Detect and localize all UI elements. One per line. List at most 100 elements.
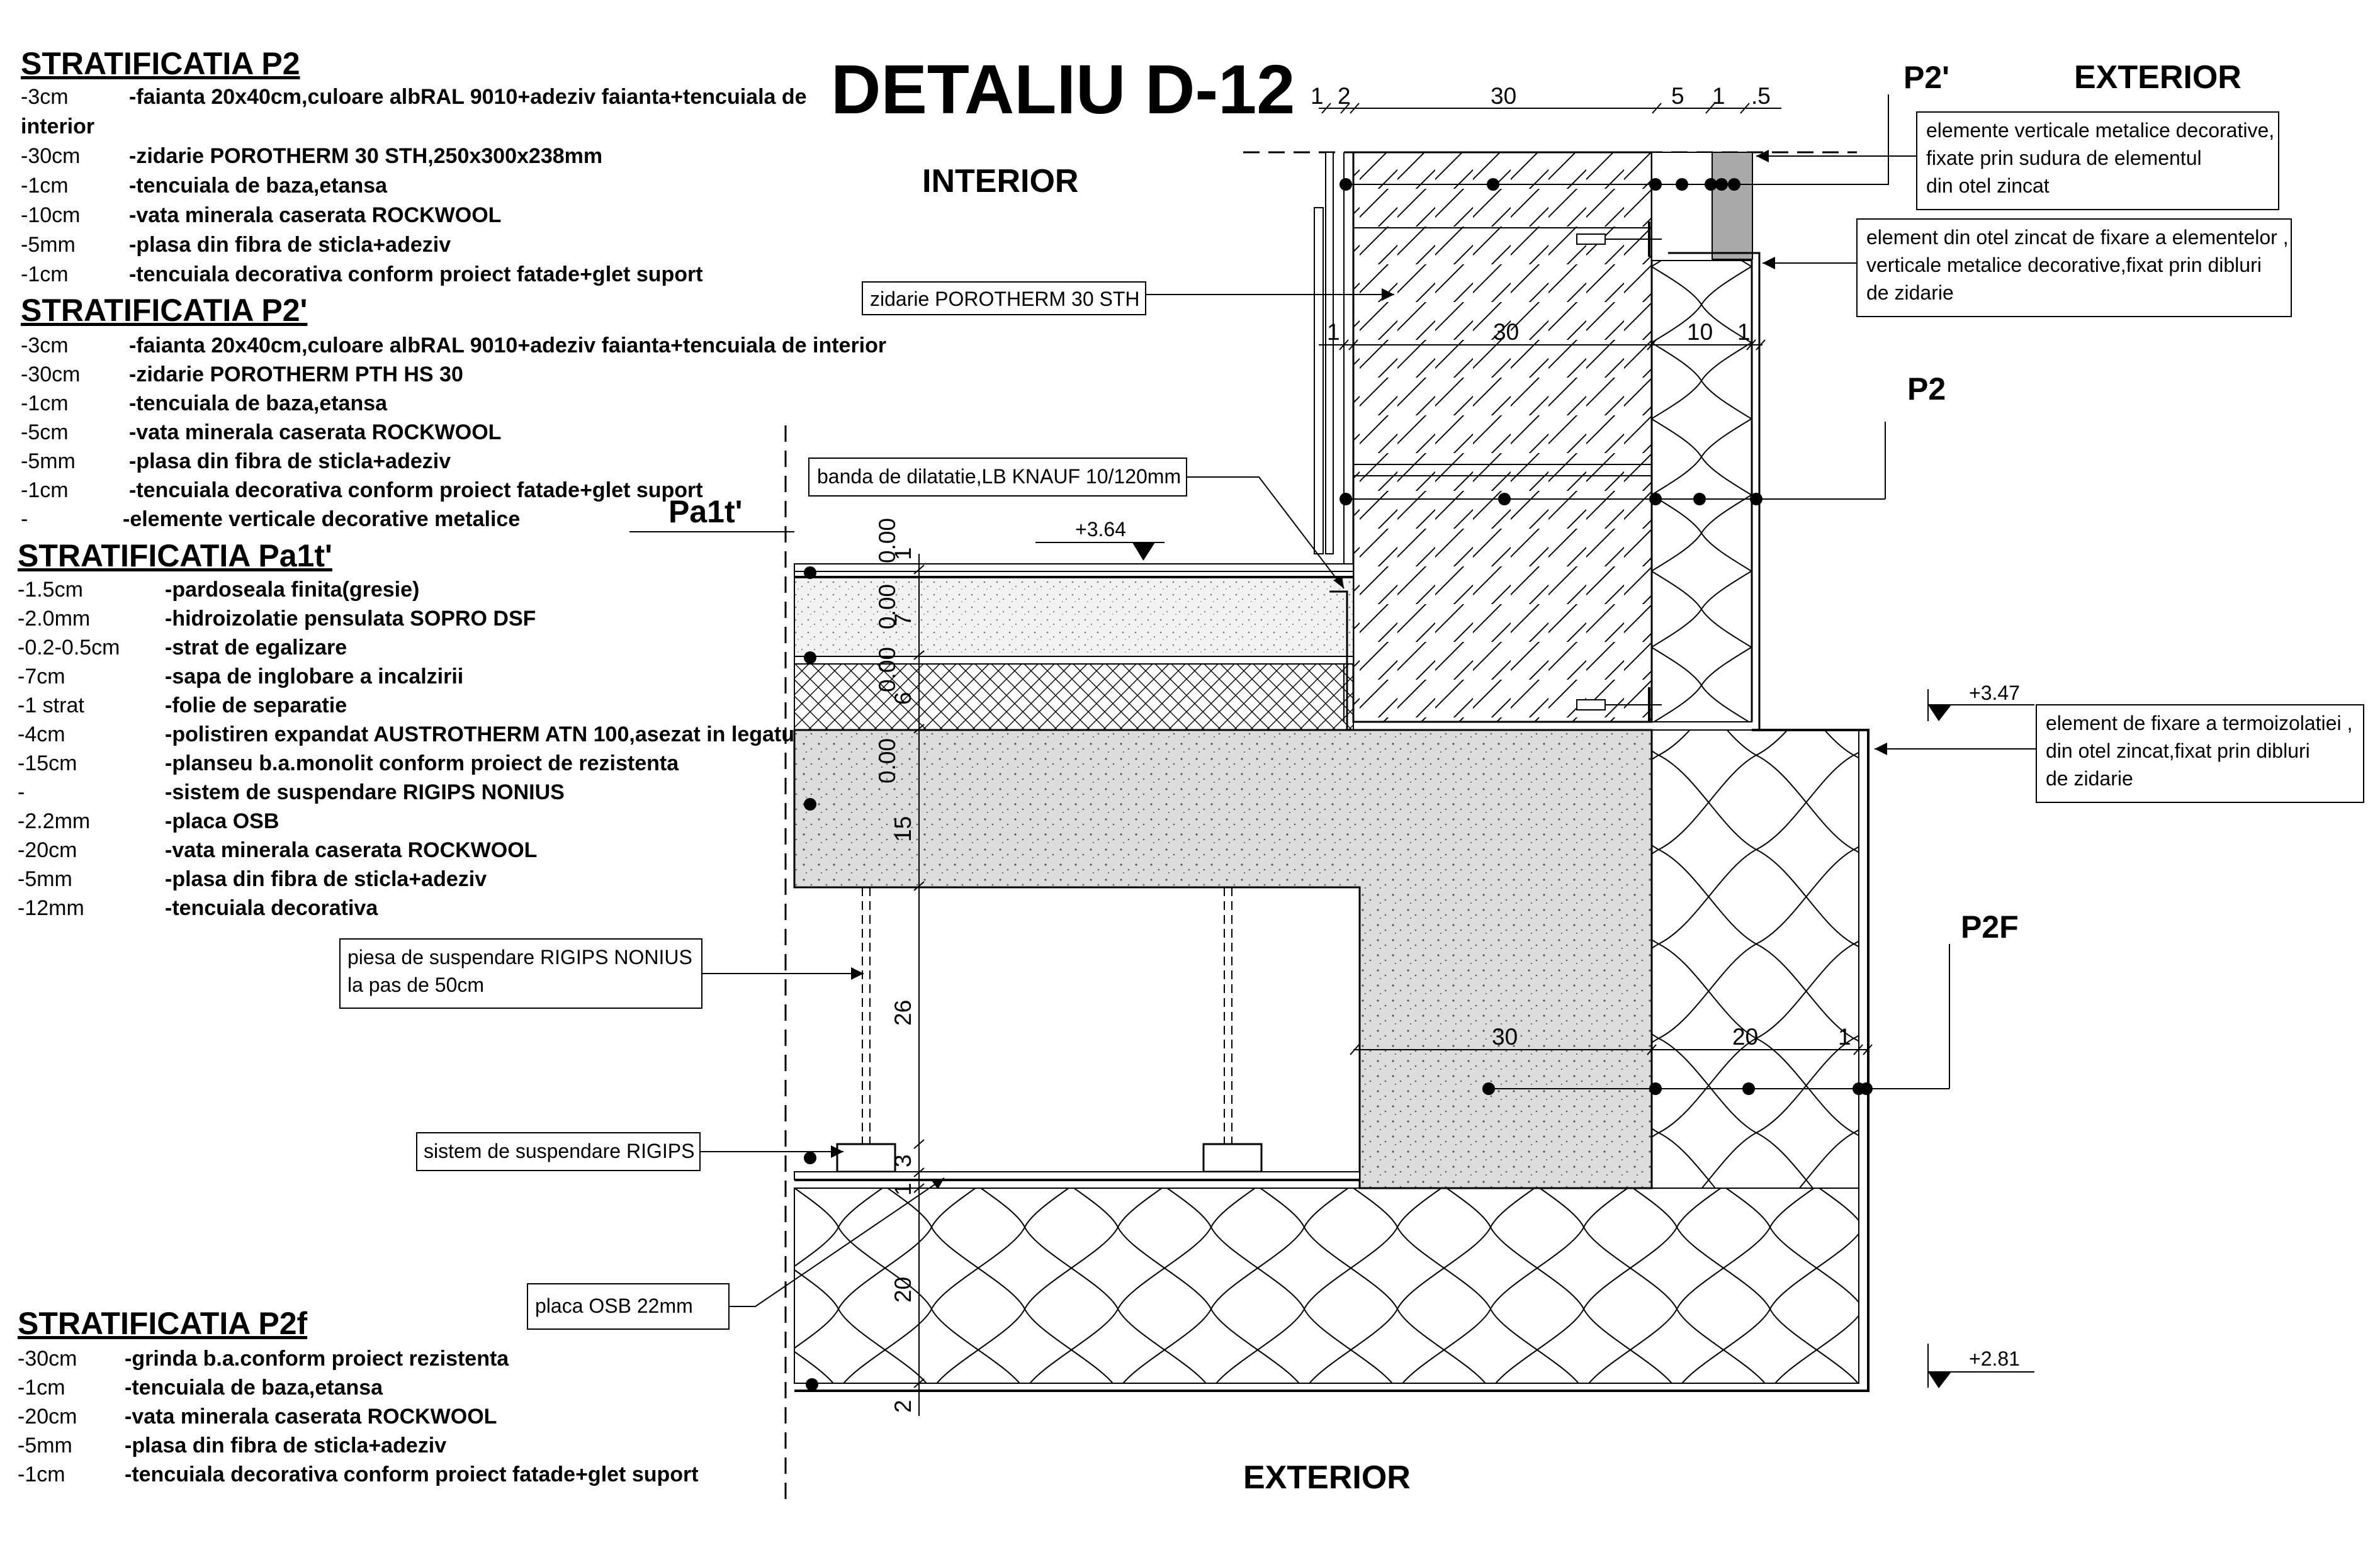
anchor-bottom: [1576, 687, 1662, 722]
level-label: +2.81: [1969, 1347, 2020, 1370]
legend-thickness: -30cm: [18, 1347, 77, 1371]
dimension-label: 30: [1493, 319, 1519, 345]
decorative-metal-element: [1712, 152, 1753, 260]
dimension-label: 6: [890, 692, 916, 705]
legend-description: -strat de egalizare: [165, 636, 347, 660]
legend-description: -vata minerala caserata ROCKWOOL: [129, 203, 501, 227]
legend-description: -vata minerala caserata ROCKWOOL: [165, 838, 537, 862]
legend-description: -plasa din fibra de sticla+adeziv: [129, 449, 451, 473]
dimension-label: 3: [890, 1154, 916, 1167]
legend-description: -elemente verticale decorative metalice: [123, 507, 520, 531]
legend-thickness: -20cm: [18, 1405, 77, 1429]
callout-text: din otel zincat: [1926, 174, 2050, 197]
legend-thickness: -: [21, 507, 28, 531]
legend-thickness: -10cm: [21, 203, 80, 227]
legend-description: -vata minerala caserata ROCKWOOL: [125, 1405, 497, 1429]
callout-text: din otel zincat,fixat prin dibluri: [2046, 739, 2310, 762]
callout-text: placa OSB 22mm: [535, 1294, 693, 1317]
callout-suspension-system: sistem de suspendare RIGIPS: [416, 1132, 843, 1171]
legend-thickness: -5cm: [21, 420, 69, 444]
thin-insulation-p2prime: [1651, 152, 1715, 261]
zone-label-exterior-bottom: EXTERIOR: [1243, 1459, 1411, 1496]
layer-tag-p2: P2: [1907, 371, 1946, 407]
legend-description: -plasa din fibra de sticla+adeziv: [129, 233, 451, 257]
dimension-label: 30: [1491, 83, 1516, 109]
legend-thickness: -4cm: [18, 722, 65, 746]
dimension-label: 2: [1338, 83, 1351, 109]
legend-description: -placa OSB: [165, 809, 279, 833]
legend-thickness: -: [18, 780, 25, 804]
waterproofing-layer: [794, 571, 1354, 577]
callout-text: fixate prin sudura de elementul: [1926, 147, 2202, 169]
legend-description: -tencuiala de baza,etansa: [129, 174, 388, 198]
insulation-fixing-profile: [794, 729, 1870, 1392]
callout-fixing-element: element din otel zincat de fixare a elem…: [1762, 218, 2292, 317]
callout-text: la pas de 50cm: [347, 974, 484, 996]
legend-thickness: -3cm: [21, 85, 69, 109]
legend-description: -folie de separatie: [165, 694, 347, 717]
legend-block-p2: STRATIFICATIA P2 -3cm -faianta 20x40cm,c…: [21, 46, 807, 286]
callout-expansion-band: banda de dilatatie,LB KNAUF 10/120mm: [808, 458, 1345, 589]
callout-text: elemente verticale metalice decorative,: [1926, 119, 2274, 142]
legend-thickness: -5mm: [18, 1434, 72, 1457]
dimension-label: 7: [890, 613, 916, 626]
legend-thickness: -2.0mm: [18, 607, 90, 631]
level-label: +3.64: [1075, 518, 1126, 541]
callout-text: verticale metalice decorative,fixat prin…: [1866, 254, 2262, 276]
legend-description: -grinda b.a.conform proiect rezistenta: [125, 1347, 509, 1371]
legend-description: -tencuiala decorativa conform proiect fa…: [129, 262, 703, 286]
legend-thickness: interior: [21, 115, 94, 138]
callout-hanger-piece: piesa de suspendare RIGIPS NONIUS la pas…: [339, 938, 864, 1009]
legend-description: -tencuiala decorativa: [165, 896, 378, 920]
osb-board: [794, 1171, 1360, 1180]
legend-description: -vata minerala caserata ROCKWOOL: [129, 420, 501, 444]
soffit-insulation-rockwool: [794, 1188, 1859, 1384]
legend-thickness: -1cm: [18, 1463, 65, 1486]
dimension-label: 0.00: [874, 584, 900, 629]
legend-description: -tencuiala decorativa conform proiect fa…: [125, 1463, 699, 1486]
dimension-label: 0.00: [874, 647, 900, 692]
callout-text: sistem de suspendare RIGIPS: [424, 1140, 694, 1162]
legend-description: -faianta 20x40cm,culoare albRAL 9010+ade…: [129, 85, 807, 109]
fixing-profile: [1668, 252, 1761, 730]
legend-thickness: -7cm: [18, 665, 65, 688]
legend-description: -plasa din fibra de sticla+adeziv: [165, 867, 487, 891]
callout-insulation-fixing: element de fixare a termoizolatiei , din…: [1875, 704, 2364, 803]
legend-thickness: -15cm: [18, 751, 77, 775]
legend-description: -tencuiala de baza,etansa: [129, 391, 388, 415]
legend-thickness: -2.2mm: [18, 809, 90, 833]
legend-title: STRATIFICATIA P2f: [18, 1306, 308, 1341]
legend-thickness: -20cm: [18, 838, 77, 862]
dimension-label: 1: [1311, 83, 1324, 109]
legend-thickness: -1cm: [18, 1376, 65, 1400]
legend-description: -faianta 20x40cm,culoare albRAL 9010+ade…: [129, 334, 886, 357]
dimension-label: 15: [890, 816, 916, 842]
callout-text: element din otel zincat de fixare a elem…: [1866, 226, 2289, 249]
dimension-label: 0.00: [874, 518, 900, 563]
legend-description: -pardoseala finita(gresie): [165, 578, 419, 602]
legend-thickness: -1cm: [21, 262, 69, 286]
legend-title: STRATIFICATIA P2: [21, 46, 300, 81]
dimension-label: 1: [890, 547, 916, 560]
legend-thickness: -0.2-0.5cm: [18, 636, 120, 660]
legend-thickness: -3cm: [21, 334, 69, 357]
expansion-band-edge: [1329, 590, 1348, 730]
dimension-label: 1: [890, 1182, 916, 1196]
section-geometry: [784, 151, 1949, 1504]
level-marker: +3.47: [1927, 682, 2034, 721]
level-marker: +2.81: [1927, 1344, 2034, 1388]
legend-thickness: -12mm: [18, 896, 84, 920]
level-label: +3.47: [1969, 682, 2020, 704]
callout-text: element de fixare a termoizolatiei ,: [2046, 712, 2352, 734]
suspension-profile-left: [836, 1143, 896, 1173]
callout-masonry: zidarie POROTHERM 30 STH: [862, 281, 1394, 315]
legend-description: -planseu b.a.monolit conform proiect de …: [165, 751, 679, 775]
plaster-finish-strip: [1325, 152, 1334, 554]
legend-thickness: -30cm: [21, 362, 80, 386]
legend-thickness: -1 strat: [18, 694, 84, 717]
legend-thickness: -5mm: [21, 233, 76, 257]
legend-description: -zidarie POROTHERM 30 STH,250x300x238mm: [129, 144, 602, 168]
legend-thickness: -5mm: [18, 867, 72, 891]
callout-text: piesa de suspendare RIGIPS NONIUS: [347, 946, 692, 969]
